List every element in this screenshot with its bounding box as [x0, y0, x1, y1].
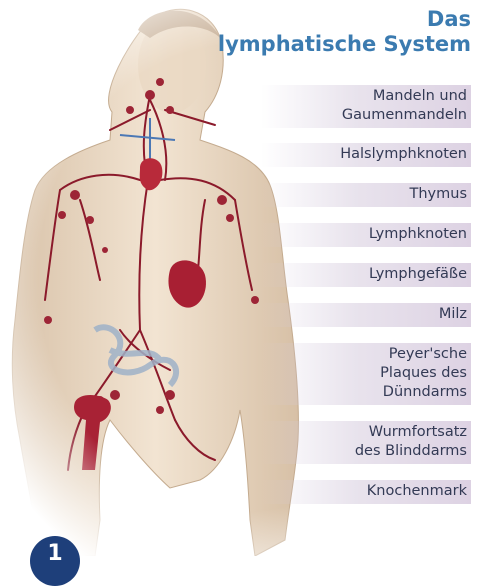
label-tonsils: Mandeln und Gaumenmandeln — [261, 85, 471, 128]
label-bone-marrow: Knochenmark — [261, 480, 471, 504]
label-appendix: Wurmfortsatz des Blinddarms — [261, 421, 471, 464]
title-line-1: Das — [427, 8, 471, 31]
label-spleen: Milz — [261, 303, 471, 327]
label-peyers-patches: Peyer'sche Plaques des Dünndarms — [261, 343, 471, 405]
title-line-2: lymphatische System — [218, 33, 471, 56]
label-lymph-nodes: Lymphknoten — [261, 223, 471, 247]
label-lymph-vessels: Lymphgefäße — [261, 263, 471, 287]
figure-number-badge: 1 — [30, 536, 80, 586]
label-thymus: Thymus — [261, 183, 471, 207]
label-neck-nodes: Halslymphknoten — [261, 143, 471, 167]
